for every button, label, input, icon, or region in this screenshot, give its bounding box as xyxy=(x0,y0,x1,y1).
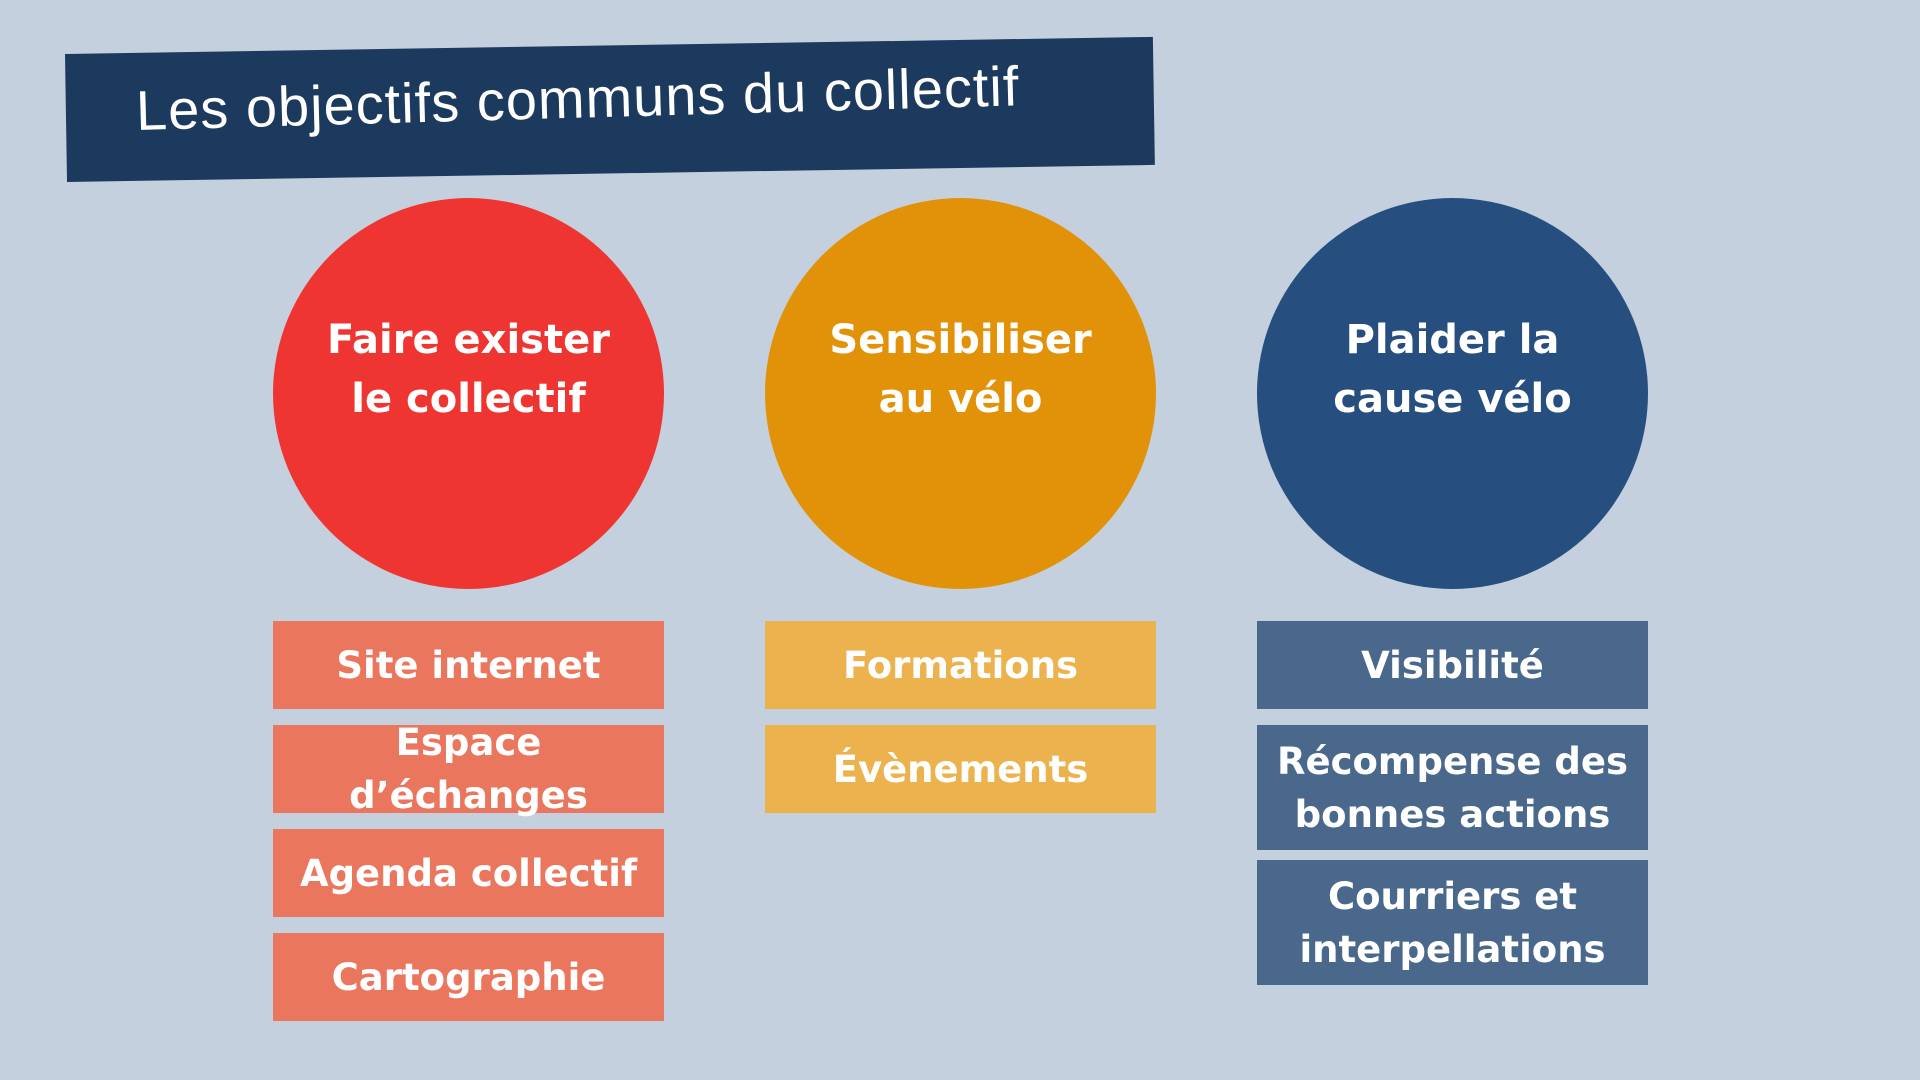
goal-circle-faire-exister: Faire exister le collectif xyxy=(273,198,664,589)
item-agenda-collectif: Agenda collectif xyxy=(273,829,664,917)
goal-title: Plaider la cause vélo xyxy=(1333,316,1572,422)
goal-column-faire-exister: Faire exister le collectif Site internet… xyxy=(273,198,664,1037)
item-formations: Formations xyxy=(765,621,1156,709)
goal-items: Site internet Espace d’échanges Agenda c… xyxy=(273,621,664,1021)
goal-title: Faire exister le collectif xyxy=(327,316,610,422)
item-visibilite: Visibilité xyxy=(1257,621,1648,709)
goal-circle-plaider: Plaider la cause vélo xyxy=(1257,198,1648,589)
item-espace-echanges: Espace d’échanges xyxy=(273,721,664,817)
item-recompense: Récompense des bonnes actions xyxy=(1257,725,1648,850)
item-evenements: Évènements xyxy=(765,725,1156,813)
goal-circle-sensibiliser: Sensibiliser au vélo xyxy=(765,198,1156,589)
goal-column-sensibiliser: Sensibiliser au vélo Formations Évènemen… xyxy=(765,198,1156,829)
goal-items: Visibilité Récompense des bonnes actions… xyxy=(1257,621,1648,985)
goal-title: Sensibiliser au vélo xyxy=(829,316,1092,422)
goal-items: Formations Évènements xyxy=(765,621,1156,813)
item-site-internet: Site internet xyxy=(273,621,664,709)
item-courriers: Courriers et interpellations xyxy=(1257,860,1648,985)
item-cartographie: Cartographie xyxy=(273,933,664,1021)
goal-column-plaider: Plaider la cause vélo Visibilité Récompe… xyxy=(1257,198,1648,995)
